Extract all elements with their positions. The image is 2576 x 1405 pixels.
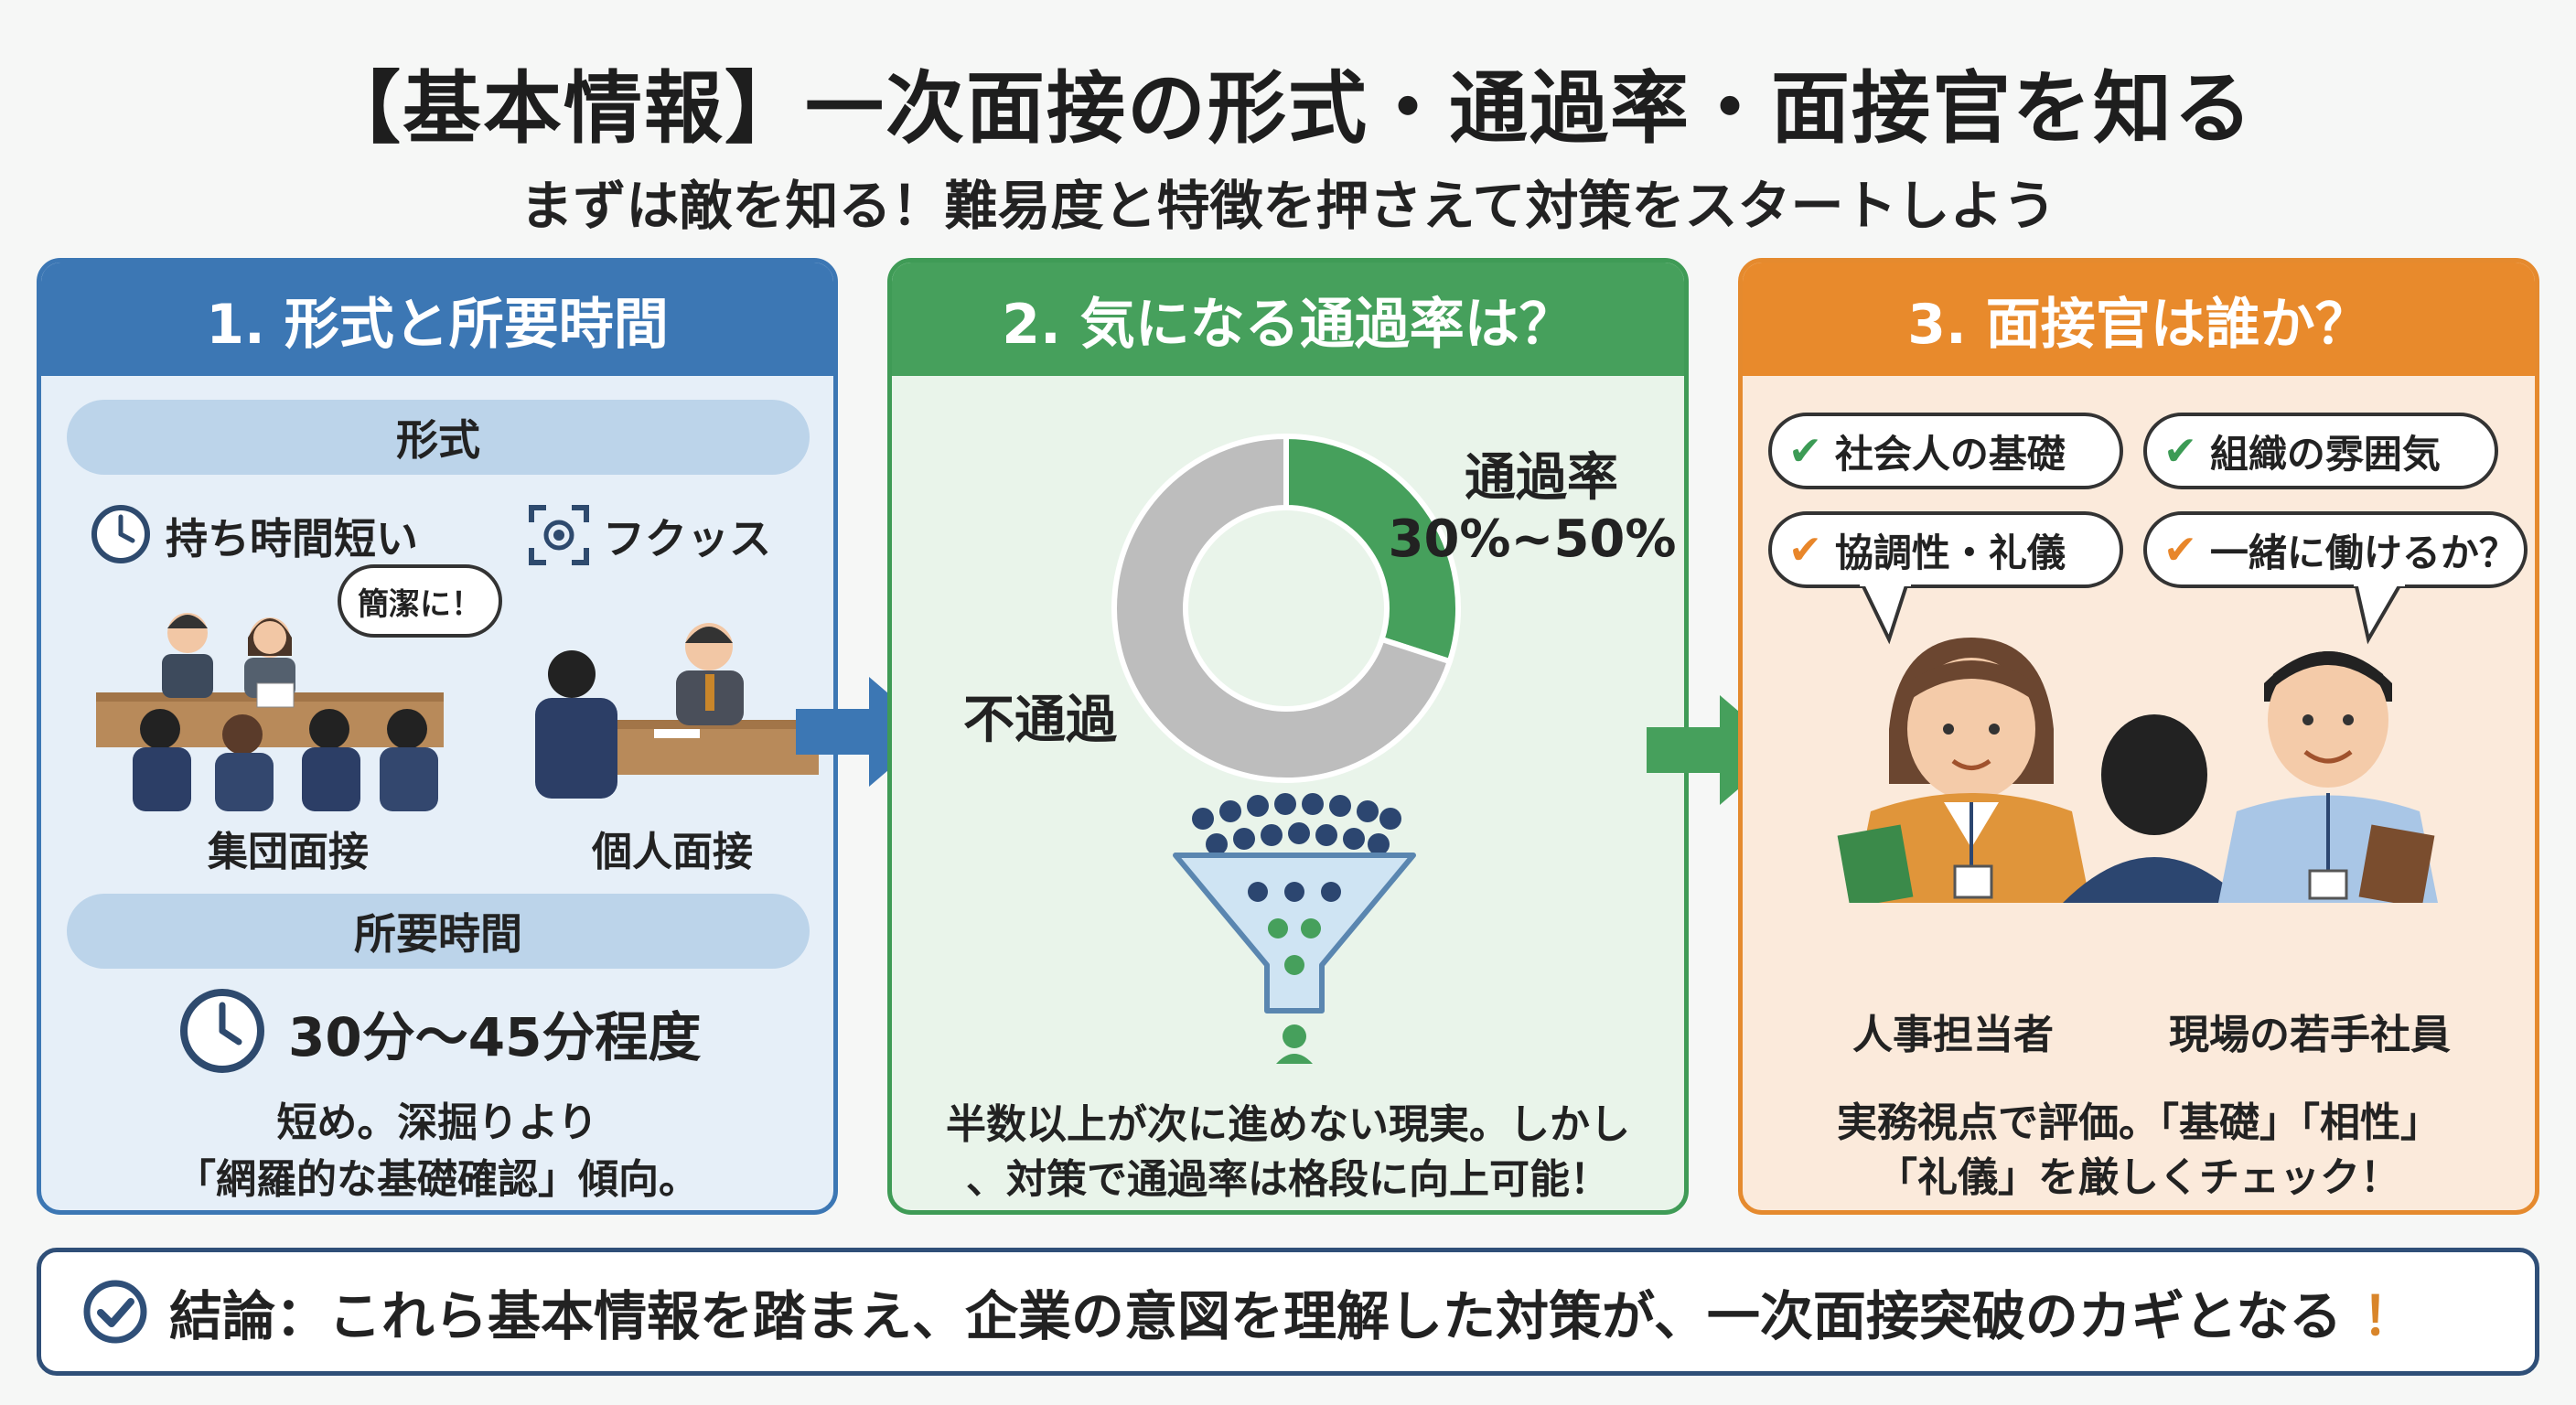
panel-pass-rate: 2. 気になる通過率は？ 通過率 30%~50% 不通過 半数以上が次に進めない… <box>887 258 1689 1215</box>
panel1-header: 1. 形式と所要時間 <box>41 263 833 376</box>
panel2-header: 2. 気になる通過率は？ <box>892 263 1684 376</box>
clock-large-icon <box>180 989 264 1073</box>
conclusion-exclaim: ！ <box>2362 1285 2416 1347</box>
panel1-note-line2: 「網羅的な基礎確認」傾向。 <box>176 1156 699 1203</box>
group-interview-label: 集団面接 <box>208 829 369 875</box>
check-circle-icon <box>83 1280 147 1344</box>
hr-label: 人事担当者 <box>1852 1012 2054 1058</box>
speech-bubble: 簡潔に！ <box>338 564 502 638</box>
focus-target-icon <box>529 505 589 565</box>
panel3-header: 3. 面接官は誰か？ <box>1743 263 2535 376</box>
check-label: 一緒に働けるか？ <box>2209 530 2517 575</box>
panel1-note-line1: 短め。深掘りより <box>276 1099 598 1146</box>
pass-rate-donut-chart <box>1111 433 1461 783</box>
interviewers-illustration <box>1837 638 2438 903</box>
feature-short-time: 持ち時間短い <box>166 514 418 563</box>
page-title: 【基本情報】一次面接の形式・通過率・面接官を知る <box>322 63 2254 155</box>
panel-format-duration: 1. 形式と所要時間 形式 持ち時間短い フクッス 簡潔に！ <box>37 258 838 1215</box>
speech-tail-2 <box>2353 583 2405 645</box>
page-subtitle: まずは敵を知る！難易度と特徴を押さえて対策をスタートしよう <box>520 175 2056 237</box>
fail-label: 不通過 <box>963 691 1117 750</box>
speech-tail <box>1859 583 1911 645</box>
duration-value: 30分〜45分程度 <box>288 1006 702 1068</box>
check-label: 組織の雰囲気 <box>2209 431 2441 477</box>
panel3-note-line1: 実務視点で評価。「基礎」「相性」 <box>1837 1099 2441 1146</box>
feature-focus: フクッス <box>603 514 771 563</box>
check-label: 社会人の基礎 <box>1834 431 2066 477</box>
pass-rate-value: 30%~50% <box>1388 509 1677 569</box>
check-icon: ✔ <box>1788 526 1822 574</box>
donut-slice-fail <box>1111 433 1454 783</box>
speech-bubble-text: 簡潔に！ <box>358 585 482 623</box>
panel2-note-line1: 半数以上が次に進めない現実。しかし <box>946 1101 1630 1148</box>
check-icon: ✔ <box>2163 526 2197 574</box>
panel2-note-line2: 、対策で通過率は格段に向上可能！ <box>966 1156 1610 1203</box>
check-bubble-manners: ✔ 協調性・礼儀 <box>1768 511 2123 588</box>
pass-rate-label: 通過率 <box>1465 448 1618 508</box>
check-icon: ✔ <box>2163 427 2197 475</box>
format-pill: 形式 <box>67 400 810 475</box>
panel3-note-line2: 「礼儀」を厳しくチェック！ <box>1877 1154 2400 1201</box>
check-icon: ✔ <box>1788 427 1822 475</box>
young-employee-label: 現場の若手社員 <box>2169 1012 2451 1058</box>
individual-interview-label: 個人面接 <box>592 829 753 875</box>
funnel-people-illustration <box>1173 793 1416 1064</box>
check-bubble-atmosphere: ✔ 組織の雰囲気 <box>2143 413 2498 489</box>
group-interview-illustration <box>96 613 444 811</box>
clock-icon <box>91 505 150 563</box>
check-bubble-basics: ✔ 社会人の基礎 <box>1768 413 2123 489</box>
check-bubble-fit: ✔ 一緒に働けるか？ <box>2143 511 2528 588</box>
conclusion-box: 結論：これら基本情報を踏まえ、企業の意図を理解した対策が、一次面接突破のカギとな… <box>37 1248 2539 1376</box>
conclusion-text: 結論：これら基本情報を踏まえ、企業の意図を理解した対策が、一次面接突破のカギとな… <box>169 1285 2343 1347</box>
check-label: 協調性・礼儀 <box>1834 530 2066 575</box>
panel-interviewers: 3. 面接官は誰か？ ✔ 社会人の基礎 ✔ 組織の雰囲気 ✔ 協調性・礼儀 ✔ … <box>1738 258 2539 1215</box>
donut-slice-pass <box>1283 433 1461 665</box>
duration-pill: 所要時間 <box>67 894 810 969</box>
individual-interview-illustration <box>535 623 819 799</box>
